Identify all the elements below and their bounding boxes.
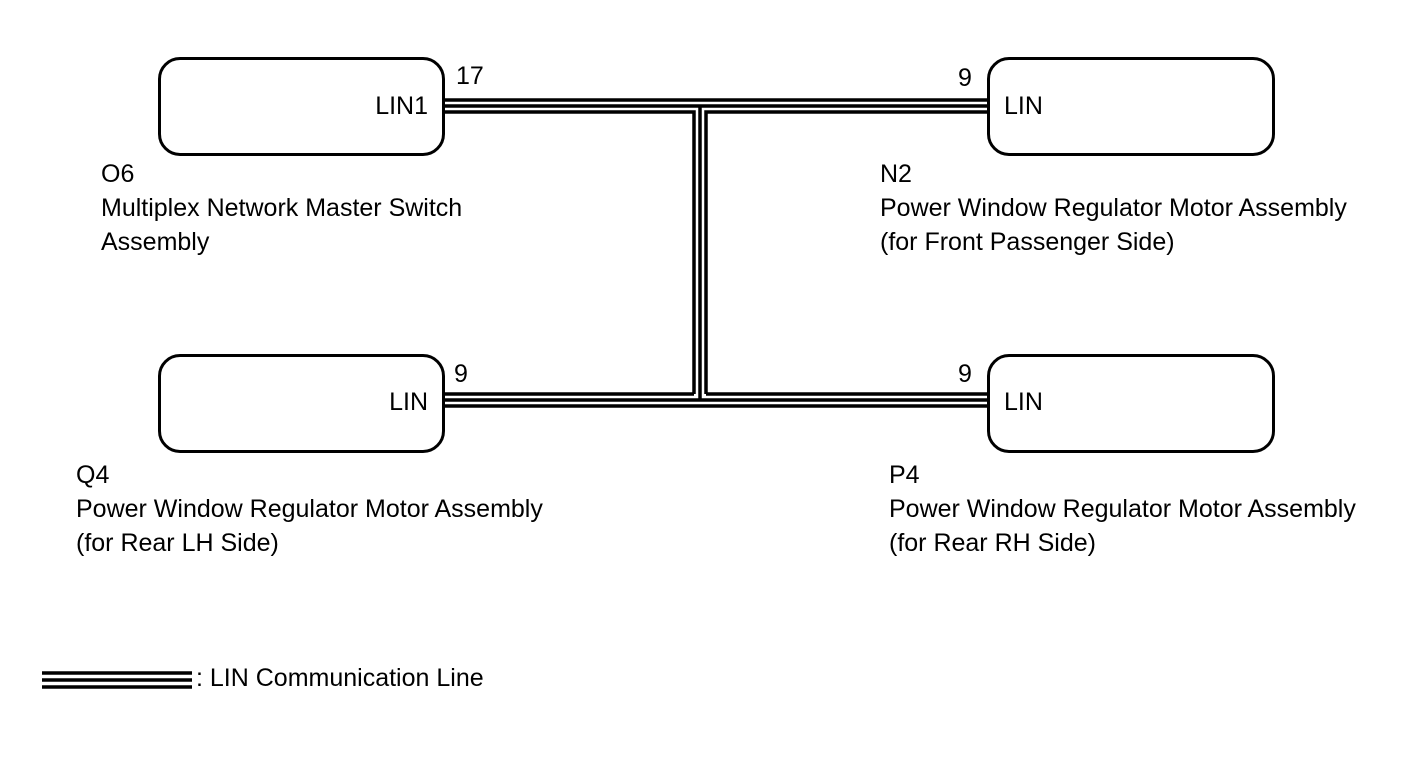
component-code: O6 (101, 160, 135, 188)
legend-line-symbol (42, 671, 192, 689)
component-code: N2 (880, 160, 912, 188)
component-name: Power Window Regulator Motor Assembly (889, 495, 1356, 523)
pin-label-q4: LIN (389, 388, 428, 416)
pin-number-q4: 9 (454, 360, 468, 388)
component-name-cont: Assembly (101, 228, 210, 256)
top-bus-wire (442, 98, 990, 400)
component-box-n2 (987, 57, 1275, 156)
legend-label: : LIN Communication Line (196, 664, 484, 692)
pin-label-p4: LIN (1004, 388, 1043, 416)
pin-number-p4: 9 (958, 360, 972, 388)
component-label-p4: P4 Power Window Regulator Motor Assembly… (889, 458, 1356, 560)
component-name-cont: (for Rear LH Side) (76, 529, 279, 557)
component-label-n2: N2 Power Window Regulator Motor Assembly… (880, 157, 1347, 259)
component-name-cont: (for Front Passenger Side) (880, 228, 1175, 256)
pin-label-n2: LIN (1004, 92, 1043, 120)
pin-number-n2: 9 (958, 64, 972, 92)
component-name: Multiplex Network Master Switch (101, 194, 463, 222)
component-name: Power Window Regulator Motor Assembly (880, 194, 1347, 222)
component-code: Q4 (76, 461, 110, 489)
component-box-p4 (987, 354, 1275, 453)
component-box-o6 (158, 57, 445, 156)
component-name: Power Window Regulator Motor Assembly (76, 495, 543, 523)
component-label-o6: O6 Multiplex Network Master Switch Assem… (101, 157, 462, 259)
bottom-bus-wire (442, 392, 990, 408)
component-code: P4 (889, 461, 920, 489)
pin-label-o6: LIN1 (375, 92, 428, 120)
component-name-cont: (for Rear RH Side) (889, 529, 1096, 557)
component-label-q4: Q4 Power Window Regulator Motor Assembly… (76, 458, 543, 560)
component-box-q4 (158, 354, 445, 453)
pin-number-o6: 17 (456, 62, 484, 90)
